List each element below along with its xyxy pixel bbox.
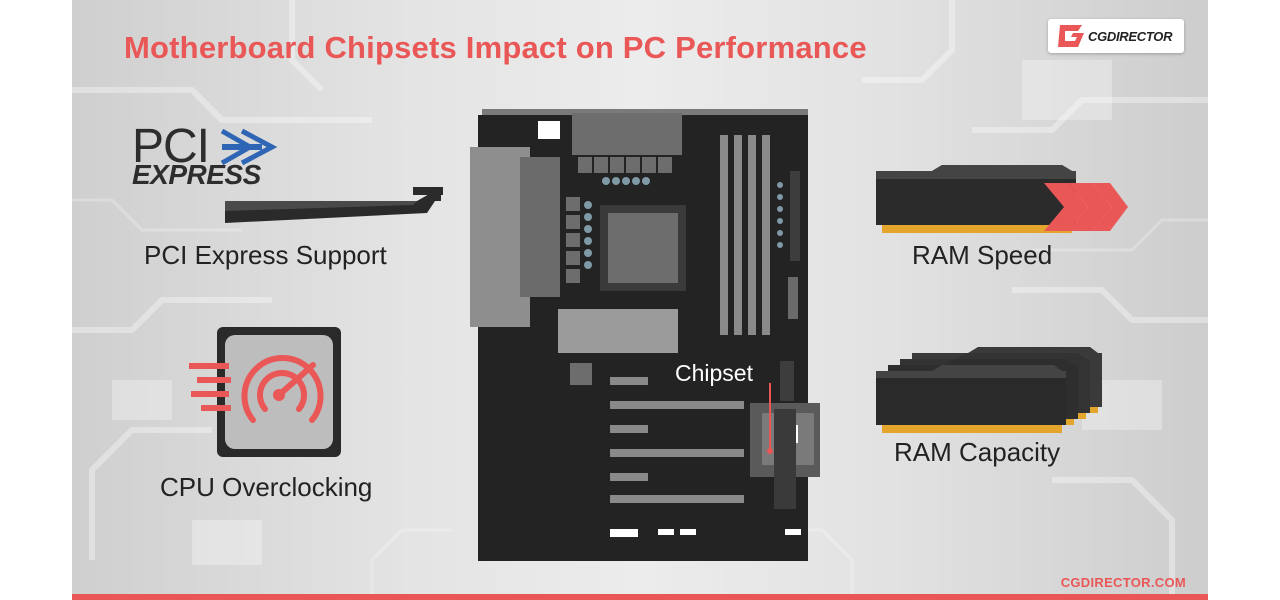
- pcie-support-label: PCI Express Support: [144, 240, 387, 270]
- pcie-logo-text-bottom: EXPRESS: [132, 159, 261, 190]
- ram-capacity-label: RAM Capacity: [894, 437, 1061, 467]
- page-title: Motherboard Chipsets Impact on PC Perfor…: [124, 30, 867, 65]
- cgdirector-logo[interactable]: CGDIRECTOR: [1048, 19, 1184, 53]
- ram-speed-icon: [876, 165, 1128, 233]
- logo-wordmark: CGDIRECTOR: [1088, 29, 1173, 44]
- circuit-background: [72, 0, 1208, 600]
- infographic-panel: Motherboard Chipsets Impact on PC Perfor…: [72, 0, 1208, 600]
- motherboard-illustration: [470, 109, 820, 561]
- site-url-link[interactable]: CGDIRECTOR.COM: [1060, 575, 1186, 590]
- cg-logo-icon: [1058, 25, 1084, 47]
- ram-speed-label: RAM Speed: [912, 240, 1053, 270]
- chipset-label: Chipset: [675, 360, 753, 386]
- pcie-logo-text-top: PCI: [132, 120, 210, 173]
- cpu-overclocking-label: CPU Overclocking: [160, 472, 373, 502]
- bottom-accent-bar: [72, 594, 1208, 600]
- pcie-slot-icon: [225, 187, 443, 223]
- pcie-logo-chevron-icon: [220, 128, 278, 166]
- cpu-overclock-icon: [189, 327, 341, 457]
- ram-capacity-icon: [876, 347, 1102, 433]
